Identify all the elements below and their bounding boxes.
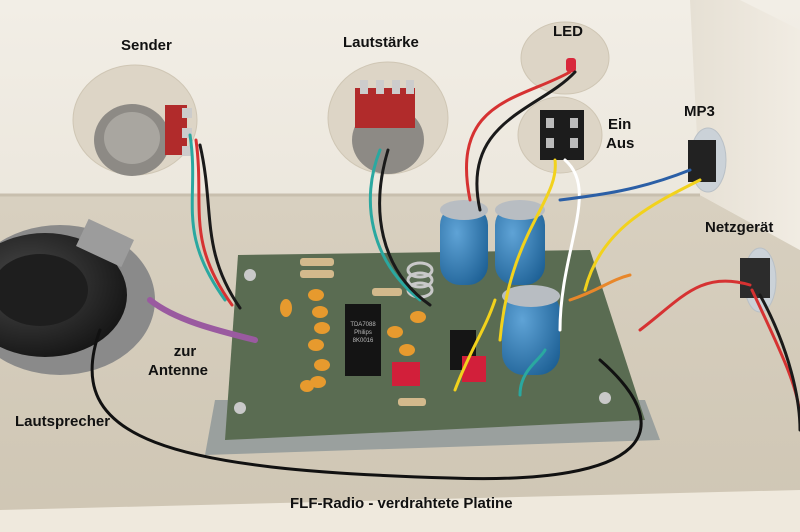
image-caption: FLF-Radio - verdrahtete Platine: [290, 495, 513, 512]
sender-potentiometer: [94, 104, 192, 176]
volume-potentiometer: [352, 80, 424, 174]
ic-text-line-1: TDA7088: [350, 322, 376, 328]
label-lautsprecher: Lautsprecher: [15, 413, 111, 430]
label-aus: Aus: [606, 135, 635, 152]
ic-text-line-3: 8K0016: [353, 338, 374, 344]
led-component: [566, 58, 576, 72]
label-led: LED: [553, 23, 583, 40]
label-mp3: MP3: [684, 103, 715, 120]
ic-text-line-2: Philips: [354, 330, 372, 336]
label-netzgeraet: Netzgerät: [705, 219, 774, 236]
speaker: [0, 218, 155, 375]
label-lautstaerke: Lautstärke: [343, 34, 419, 51]
red-film-capacitor-2: [462, 356, 486, 382]
label-antenne: Antenne: [148, 362, 208, 379]
front-board: [0, 490, 800, 532]
wires: [90, 70, 800, 481]
mp3-jack: [688, 140, 716, 182]
resistors: [300, 258, 426, 406]
label-ein: Ein: [608, 116, 632, 133]
label-zur: zur: [173, 343, 197, 360]
ceramic-capacitors: [280, 289, 426, 392]
radio-ic: TDA7088 Philips 8K0016: [345, 304, 381, 376]
label-sender: Sender: [121, 37, 172, 54]
power-switch: [540, 110, 584, 160]
power-jack: [740, 258, 770, 298]
red-film-capacitor-1: [392, 362, 420, 386]
led-hole: [520, 21, 610, 95]
